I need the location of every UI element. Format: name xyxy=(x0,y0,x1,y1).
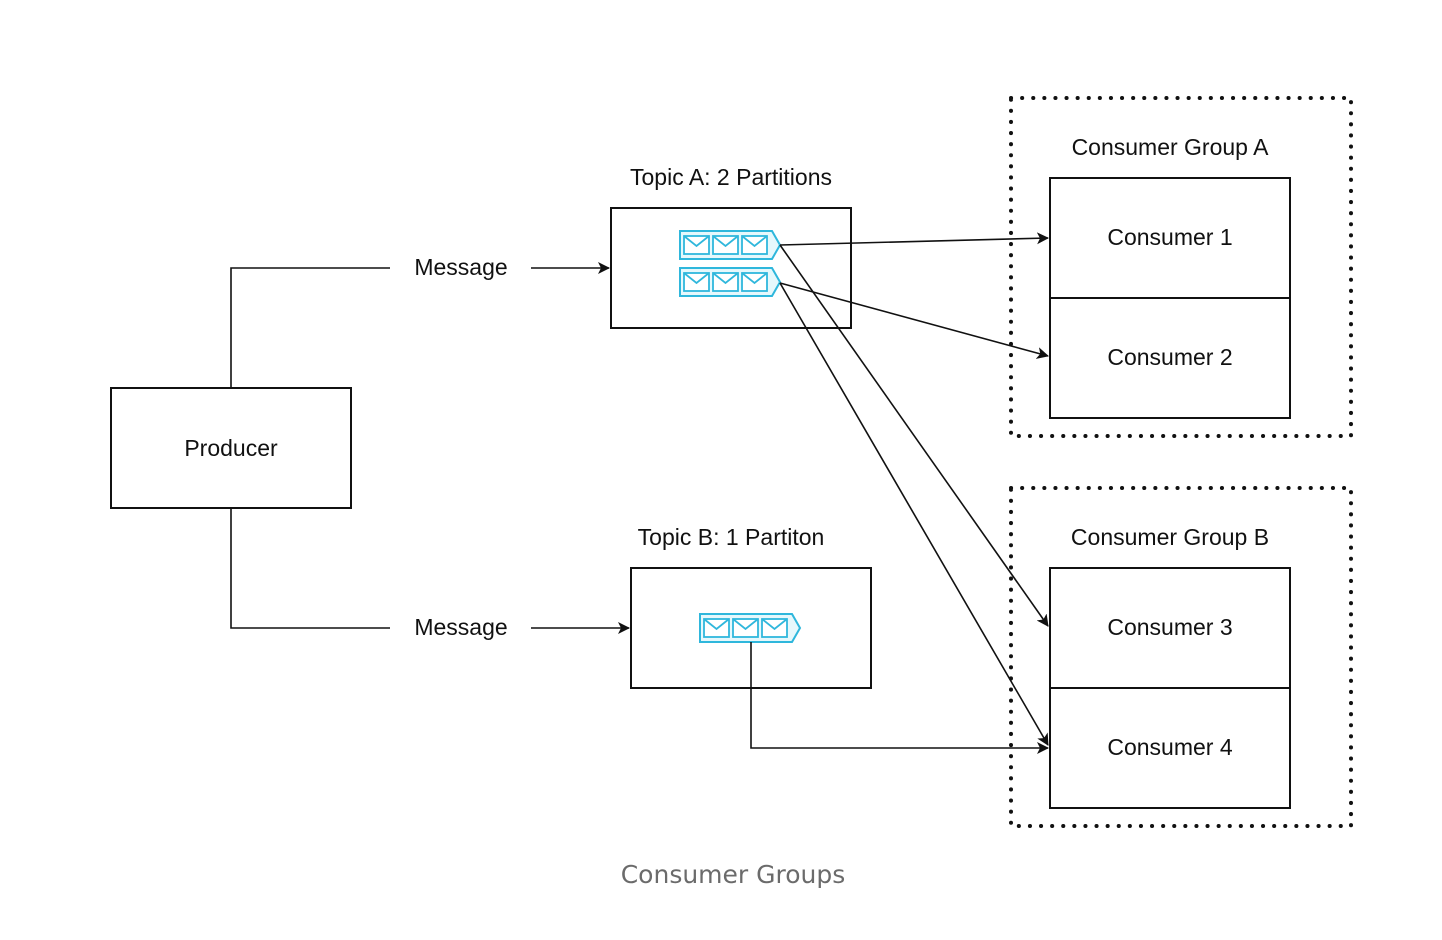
consumer-2-label: Consumer 2 xyxy=(1107,344,1232,370)
consumer-group-b-title: Consumer Group B xyxy=(1071,524,1269,550)
message-label-top: Message xyxy=(414,254,507,280)
consumer-group-a-title: Consumer Group A xyxy=(1072,134,1270,160)
producer-to-topic-b-line xyxy=(230,508,390,629)
consumer-group-a-boundary xyxy=(1009,96,1353,438)
consumer-4-box xyxy=(1049,687,1291,809)
consumer-2-box xyxy=(1049,297,1291,419)
topic-b-to-consumer-4-arrow xyxy=(750,642,1049,754)
partition-1-to-consumer-2-arrow xyxy=(779,282,1049,359)
consumer-3-label: Consumer 3 xyxy=(1107,614,1232,640)
producer-to-topic-a-line xyxy=(230,267,390,388)
topic-b-title: Topic B: 1 Partiton xyxy=(638,524,825,550)
partition-0-to-consumer-3-arrow xyxy=(779,244,1049,627)
message-queue-icon xyxy=(699,613,801,643)
figure-caption: Consumer Groups xyxy=(621,860,846,889)
producer-box xyxy=(110,387,352,509)
partition-0-to-consumer-1-arrow xyxy=(779,232,1049,246)
consumer-group-b-boundary xyxy=(1009,486,1353,828)
consumer-4-label: Consumer 4 xyxy=(1107,734,1232,760)
topic-a-title: Topic A: 2 Partitions xyxy=(630,164,832,190)
message-queue-icon xyxy=(679,267,781,297)
producer-label: Producer xyxy=(184,435,278,461)
message-queue-icon xyxy=(679,230,781,260)
message-label-bottom: Message xyxy=(414,614,507,640)
consumer-1-box xyxy=(1049,177,1291,299)
consumer-3-box xyxy=(1049,567,1291,689)
partition-1-to-consumer-4-arrow xyxy=(779,282,1049,746)
consumer-1-label: Consumer 1 xyxy=(1107,224,1232,250)
